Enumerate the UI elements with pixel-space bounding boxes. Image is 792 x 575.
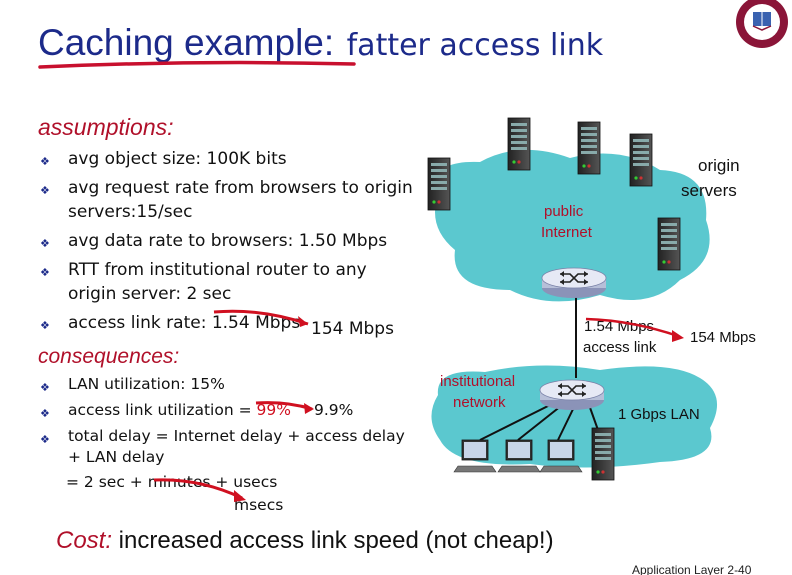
access-rate-strike-arrow bbox=[213, 309, 309, 327]
delay-strike-arrow bbox=[153, 478, 246, 502]
institutional-network-cloud bbox=[431, 365, 718, 468]
list-item: ❖avg data rate to browsers: 1.50 Mbps bbox=[38, 229, 418, 253]
origin-servers-label-2: servers bbox=[681, 181, 737, 200]
institutional-label-2: network bbox=[453, 394, 506, 411]
utilization-new: 9.9% bbox=[314, 401, 354, 419]
bullet-diamond-icon: ❖ bbox=[40, 407, 50, 420]
server-icon bbox=[657, 217, 681, 271]
public-internet-label-2: Internet bbox=[541, 224, 593, 241]
consequences-list: ❖LAN utilization: 15% ❖access link utili… bbox=[38, 374, 408, 468]
lan-link-line bbox=[479, 399, 561, 441]
assumptions-list: ❖avg object size: 100K bits ❖avg request… bbox=[38, 147, 418, 335]
lan-label: 1 Gbps LAN bbox=[618, 406, 700, 423]
access-arrowhead-icon bbox=[672, 330, 684, 342]
server-icon bbox=[577, 121, 601, 175]
institutional-router-icon bbox=[539, 379, 605, 411]
server-icon bbox=[507, 117, 531, 171]
list-item: ❖avg request rate from browsers to origi… bbox=[40, 178, 413, 222]
access-rate-new: 154 Mbps bbox=[311, 319, 394, 339]
title-main: Caching example: bbox=[38, 22, 335, 63]
internet-router-icon bbox=[541, 267, 607, 299]
footer-label: Application Layer 2-40 bbox=[632, 563, 752, 575]
bullet-diamond-icon: ❖ bbox=[40, 184, 50, 197]
local-server-icon bbox=[591, 427, 615, 481]
bullet-diamond-icon: ❖ bbox=[40, 155, 50, 168]
list-item: ❖total delay = Internet delay + access d… bbox=[40, 427, 405, 466]
access-strike-arrow bbox=[585, 317, 679, 338]
consequences-heading: consequences: bbox=[38, 345, 180, 368]
university-seal-logo bbox=[736, 0, 788, 48]
list-item: ❖RTT from institutional router to any or… bbox=[40, 260, 367, 304]
utilization-old: 99% bbox=[256, 401, 291, 419]
title-sub: fatter access link bbox=[346, 28, 604, 63]
bullet-diamond-icon: ❖ bbox=[40, 433, 50, 446]
utilization-strike-arrow bbox=[255, 401, 314, 414]
slide-title: Caching example: fatter access link bbox=[38, 22, 603, 64]
bullet-diamond-icon: ❖ bbox=[40, 381, 50, 394]
public-internet-cloud bbox=[435, 149, 710, 302]
access-old-label: 1.54 Mbps bbox=[584, 318, 654, 335]
network-diagram: origin servers public Internet 1.54 Mbps… bbox=[427, 117, 756, 481]
title-underline bbox=[38, 60, 356, 69]
delay-new: msecs bbox=[234, 496, 284, 514]
cost-label: Cost: bbox=[56, 527, 113, 554]
bullet-diamond-icon: ❖ bbox=[40, 237, 50, 250]
bullet-diamond-icon: ❖ bbox=[40, 266, 50, 279]
list-item: ❖access link utilization = 99% bbox=[38, 400, 408, 421]
institutional-label-1: institutional bbox=[440, 373, 515, 390]
assumptions-heading: assumptions: bbox=[38, 114, 174, 140]
public-internet-label-1: public bbox=[544, 203, 584, 220]
bullet-diamond-icon: ❖ bbox=[40, 319, 50, 332]
access-rate-old: 1.54 Mbps bbox=[211, 313, 301, 333]
server-icon bbox=[427, 157, 451, 211]
access-link-label: access link bbox=[583, 339, 657, 356]
origin-servers-label-1: origin bbox=[698, 156, 740, 175]
server-icon bbox=[629, 133, 653, 187]
list-item: ❖LAN utilization: 15% bbox=[38, 374, 408, 395]
list-item: ❖avg object size: 100K bits bbox=[38, 147, 418, 171]
list-item: ❖access link rate: 1.54 Mbps bbox=[38, 311, 418, 335]
cost-line: Cost: increased access link speed (not c… bbox=[56, 527, 554, 555]
cost-text: increased access link speed (not cheap!) bbox=[112, 527, 554, 554]
access-new-label: 154 Mbps bbox=[690, 329, 756, 346]
